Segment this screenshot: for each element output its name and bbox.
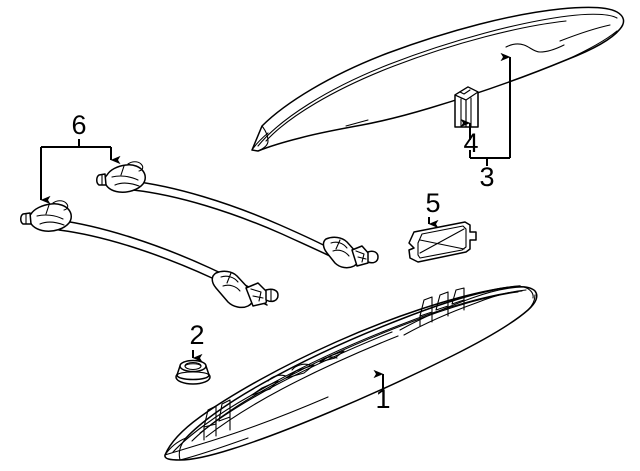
callout-2-label: 2 bbox=[189, 320, 204, 350]
part-6-cross-rails bbox=[20, 161, 379, 309]
callout-2: 2 bbox=[189, 320, 205, 363]
part-2-grommet bbox=[175, 359, 211, 385]
callout-5-label: 5 bbox=[425, 188, 440, 218]
mount-foot-lower-right bbox=[211, 270, 279, 309]
callout-3: 3 bbox=[469, 52, 511, 192]
cross-rail-lower bbox=[20, 200, 279, 309]
callout-5: 5 bbox=[425, 188, 441, 229]
callout-1: 1 bbox=[373, 369, 391, 414]
callout-3-label: 3 bbox=[479, 162, 494, 192]
part-5-rail-end-cover bbox=[408, 221, 477, 263]
mount-foot-lower-left bbox=[20, 200, 72, 232]
callout-4: 4 bbox=[460, 118, 479, 158]
cross-rail-upper bbox=[96, 161, 379, 269]
part-4-rail-end-clip bbox=[454, 86, 479, 128]
rail-internal-ribs bbox=[164, 286, 536, 461]
mount-foot-upper-left bbox=[96, 161, 146, 193]
callout-4-label: 4 bbox=[463, 128, 478, 158]
callout-1-label: 1 bbox=[375, 384, 390, 414]
mount-foot-upper-right bbox=[322, 236, 379, 269]
callout-6-label: 6 bbox=[71, 110, 86, 140]
part-1-roof-side-rail bbox=[164, 285, 538, 461]
callout-6: 6 bbox=[40, 110, 121, 205]
part-3-roof-rail-assembly bbox=[251, 6, 625, 152]
